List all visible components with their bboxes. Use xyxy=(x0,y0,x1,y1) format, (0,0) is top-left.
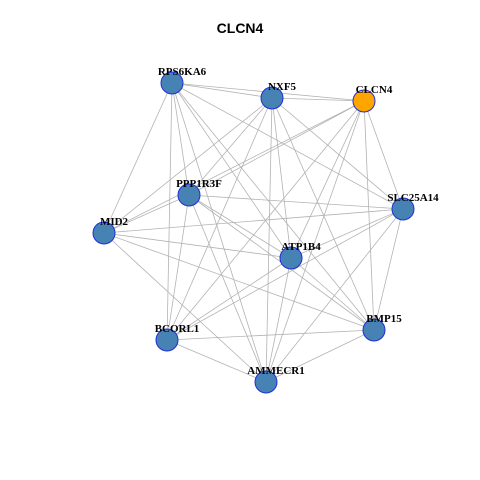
edge-atp1b4-ammecr1 xyxy=(265,257,292,383)
edge-bcorl1-ammecr1 xyxy=(166,339,267,383)
node-clcn4 xyxy=(352,89,376,113)
edge-clcn4-slc25a14 xyxy=(363,100,404,210)
node-label-rps6ka6: RPS6KA6 xyxy=(158,66,207,78)
edge-layer xyxy=(103,82,404,383)
edge-ppp1r3f-ammecr1 xyxy=(188,194,267,383)
edge-rps6ka6-mid2 xyxy=(103,82,173,234)
edge-rps6ka6-bmp15 xyxy=(171,82,375,331)
node-label-nxf5: NXF5 xyxy=(268,81,297,93)
edge-clcn4-atp1b4 xyxy=(290,100,365,259)
node-label-mid2: MID2 xyxy=(100,216,129,228)
edge-slc25a14-mid2 xyxy=(103,208,404,234)
edge-ppp1r3f-atp1b4 xyxy=(188,194,292,259)
edge-mid2-bmp15 xyxy=(103,232,375,331)
edge-clcn4-bmp15 xyxy=(363,100,375,331)
edge-slc25a14-bcorl1 xyxy=(166,208,404,341)
node-label-ppp1r3f: PPP1R3F xyxy=(176,178,222,190)
edge-rps6ka6-ammecr1 xyxy=(171,82,267,383)
edge-ppp1r3f-bcorl1 xyxy=(166,194,190,341)
edge-nxf5-ammecr1 xyxy=(265,97,273,383)
edge-ppp1r3f-slc25a14 xyxy=(188,194,404,210)
edge-atp1b4-bcorl1 xyxy=(166,257,292,341)
node-nxf5 xyxy=(260,86,284,110)
edge-nxf5-ppp1r3f xyxy=(188,97,273,196)
node-ammecr1 xyxy=(254,370,278,394)
edge-nxf5-slc25a14 xyxy=(271,97,404,210)
edge-rps6ka6-atp1b4 xyxy=(171,82,292,259)
edge-clcn4-mid2 xyxy=(103,100,365,234)
edge-slc25a14-bmp15 xyxy=(373,208,404,331)
node-label-slc25a14: SLC25A14 xyxy=(387,192,439,204)
node-layer xyxy=(92,71,415,394)
edge-rps6ka6-ppp1r3f xyxy=(171,82,190,196)
node-bcorl1 xyxy=(155,328,179,352)
node-label-ammecr1: AMMECR1 xyxy=(247,365,304,377)
edge-nxf5-bcorl1 xyxy=(166,97,273,341)
node-label-bmp15: BMP15 xyxy=(366,313,402,325)
node-bmp15 xyxy=(362,318,386,342)
node-ppp1r3f xyxy=(177,183,201,207)
node-label-clcn4: CLCN4 xyxy=(356,84,393,96)
edge-nxf5-bmp15 xyxy=(271,97,375,331)
edge-bmp15-ammecr1 xyxy=(265,329,375,383)
edge-nxf5-atp1b4 xyxy=(271,97,292,259)
edge-bcorl1-bmp15 xyxy=(166,329,375,341)
edge-ppp1r3f-mid2 xyxy=(103,194,190,234)
node-atp1b4 xyxy=(279,246,303,270)
edge-mid2-atp1b4 xyxy=(103,232,292,259)
node-mid2 xyxy=(92,221,116,245)
edge-clcn4-bcorl1 xyxy=(166,100,365,341)
edge-atp1b4-bmp15 xyxy=(290,257,375,331)
node-label-atp1b4: ATP1B4 xyxy=(281,241,321,253)
node-rps6ka6 xyxy=(160,71,184,95)
edge-rps6ka6-bcorl1 xyxy=(166,82,173,341)
edge-rps6ka6-slc25a14 xyxy=(171,82,404,210)
edge-slc25a14-atp1b4 xyxy=(290,208,404,259)
edge-clcn4-ppp1r3f xyxy=(188,100,365,196)
edge-nxf5-clcn4 xyxy=(271,97,365,102)
edge-mid2-ammecr1 xyxy=(103,232,267,383)
node-slc25a14 xyxy=(391,197,415,221)
edge-nxf5-mid2 xyxy=(103,97,273,234)
edge-clcn4-ammecr1 xyxy=(265,100,365,383)
figure-title: CLCN4 xyxy=(216,20,264,36)
node-label-bcorl1: BCORL1 xyxy=(155,323,200,335)
edge-rps6ka6-nxf5 xyxy=(171,82,273,99)
